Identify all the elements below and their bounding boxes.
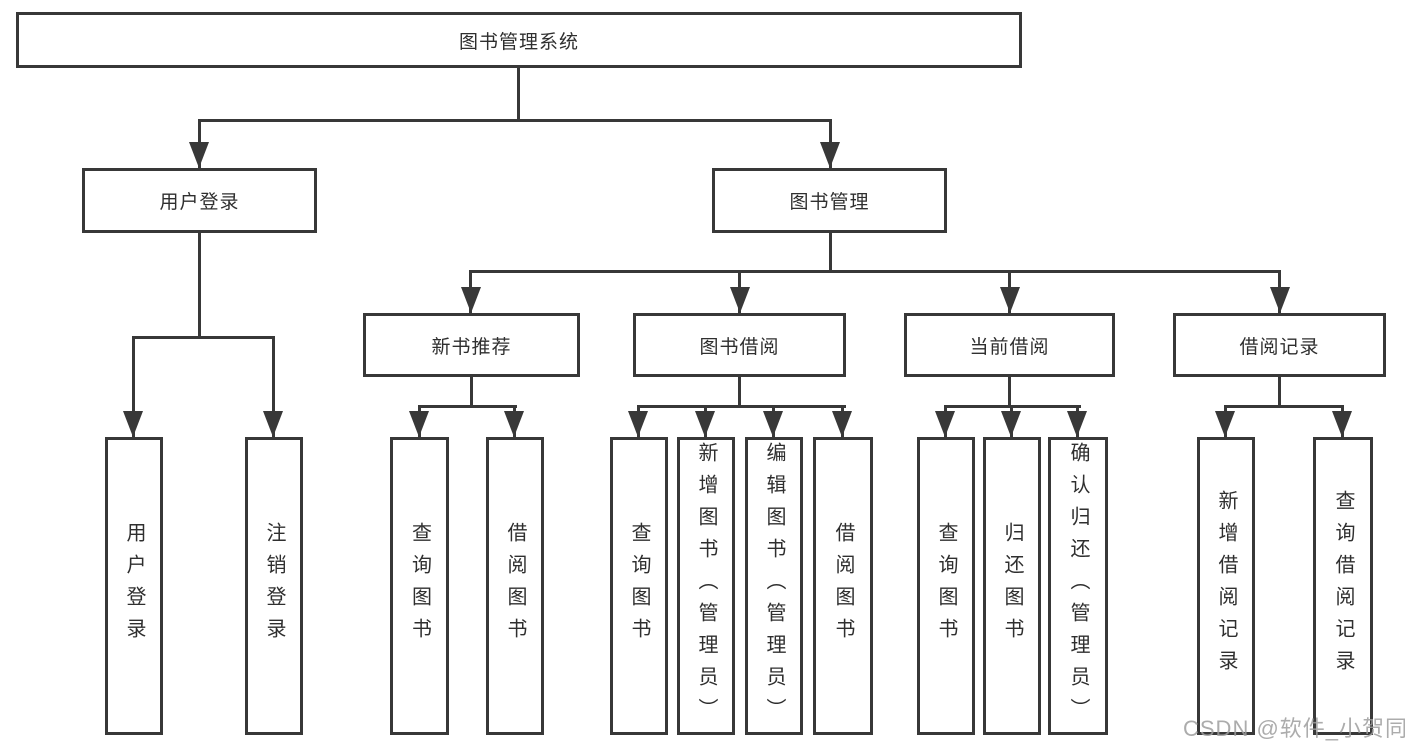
arrow-down-icon — [1215, 411, 1235, 437]
connector-level1-bar — [198, 119, 832, 122]
node-book-management: 图书管理 — [712, 168, 947, 233]
connector-login-stem — [198, 233, 201, 336]
connector-records-bar — [1224, 405, 1344, 408]
arrow-down-icon — [263, 411, 283, 437]
arrow-down-icon — [504, 411, 524, 437]
connector-current-stem — [1008, 377, 1011, 405]
arrow-down-icon — [832, 411, 852, 437]
node-book-borrowing: 图书借阅 — [633, 313, 846, 377]
leaf-borrow-books-1: 借阅图书 — [486, 437, 544, 735]
arrow-down-icon — [1270, 287, 1290, 313]
arrow-down-icon — [695, 411, 715, 437]
connector-root-stem — [517, 68, 520, 119]
node-borrow-records: 借阅记录 — [1173, 313, 1386, 377]
arrow-down-icon — [1067, 411, 1087, 437]
leaf-add-borrow-record: 新增借阅记录 — [1197, 437, 1255, 735]
leaf-query-books-2: 查询图书 — [610, 437, 668, 735]
arrow-down-icon — [409, 411, 429, 437]
connector-records-stem — [1278, 377, 1281, 405]
leaf-borrow-books-2: 借阅图书 — [813, 437, 873, 735]
arrow-down-icon — [189, 142, 209, 168]
connector-mgmt-stem — [829, 233, 832, 271]
leaf-logout: 注销登录 — [245, 437, 303, 735]
arrow-down-icon — [730, 287, 750, 313]
connector-login-leaf2-shaft — [272, 336, 275, 437]
arrow-down-icon — [1001, 411, 1021, 437]
leaf-add-books-admin: 新增图书（管理员） — [677, 437, 735, 735]
connector-login-bar — [132, 336, 275, 339]
arrow-down-icon — [1332, 411, 1352, 437]
leaf-query-books-3: 查询图书 — [917, 437, 975, 735]
arrow-down-icon — [1000, 287, 1020, 313]
leaf-query-borrow-record: 查询借阅记录 — [1313, 437, 1373, 735]
arrow-down-icon — [123, 411, 143, 437]
node-library-management-system: 图书管理系统 — [16, 12, 1022, 68]
arrow-down-icon — [820, 142, 840, 168]
connector-newbooks-bar — [418, 405, 517, 408]
leaf-user-login: 用户登录 — [105, 437, 163, 735]
arrow-down-icon — [763, 411, 783, 437]
connector-newbooks-stem — [470, 377, 473, 405]
arrow-down-icon — [461, 287, 481, 313]
leaf-return-books: 归还图书 — [983, 437, 1041, 735]
connector-level3-bar — [469, 270, 1281, 273]
node-user-login: 用户登录 — [82, 168, 317, 233]
leaf-confirm-return-admin: 确认归还（管理员） — [1048, 437, 1108, 735]
csdn-watermark: CSDN @软件_小贺同学 — [1183, 716, 1405, 741]
arrow-down-icon — [628, 411, 648, 437]
arrow-down-icon — [935, 411, 955, 437]
connector-borrow-bar — [637, 405, 846, 408]
leaf-query-books-1: 查询图书 — [390, 437, 449, 735]
leaf-edit-books-admin: 编辑图书（管理员） — [745, 437, 803, 735]
connector-borrow-stem — [738, 377, 741, 405]
node-new-book-recommend: 新书推荐 — [363, 313, 580, 377]
connector-login-leaf1-shaft — [132, 336, 135, 437]
node-current-borrowing: 当前借阅 — [904, 313, 1115, 377]
